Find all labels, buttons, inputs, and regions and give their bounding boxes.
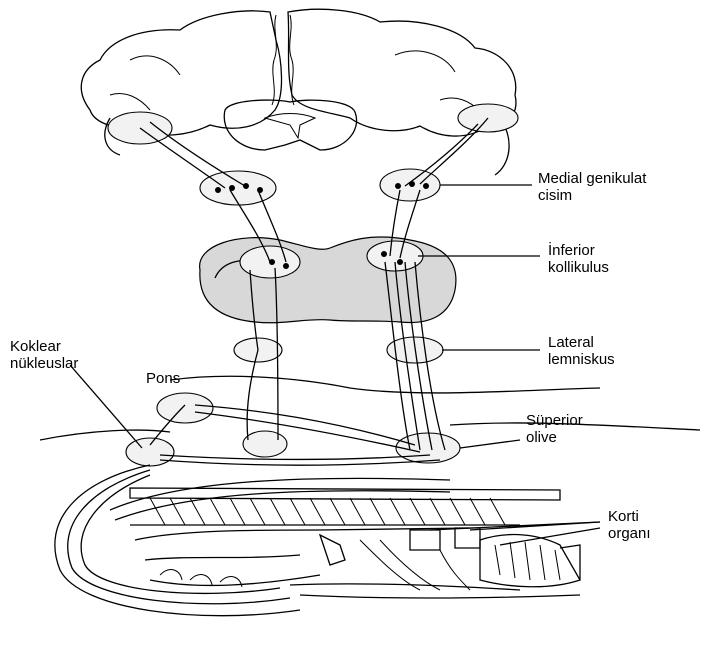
label-organ-of-corti-line1: Korti [608,508,651,525]
label-superior-olive-line1: Süperior [526,412,583,429]
label-cochlear-nuclei: Koklear nükleuslar [10,338,78,372]
cochlear-nerve [55,465,450,616]
label-inferior-colliculus-line2: kollikulus [548,259,609,276]
pons-nucleus [157,393,213,423]
label-medial-geniculate: Medial genikulat cisim [538,170,646,204]
label-lateral-lemniscus-line2: lemniskus [548,351,615,368]
left-superior-olive [243,431,287,457]
left-medial-geniculate [200,171,276,205]
right-superior-olive [396,433,460,463]
label-pons: Pons [146,370,180,387]
label-medial-geniculate-line2: cisim [538,187,646,204]
label-inferior-colliculus-line1: İnferior [548,242,609,259]
cochlear-nucleus [126,438,174,466]
label-organ-of-corti-line2: organı [608,525,651,542]
label-superior-olive: Süperior olive [526,412,583,446]
label-cochlear-nuclei-line1: Koklear [10,338,78,355]
pons-outline [170,376,600,393]
label-medial-geniculate-line1: Medial genikulat [538,170,646,187]
thalamus [224,100,356,150]
label-lateral-lemniscus-line1: Lateral [548,334,615,351]
label-inferior-colliculus: İnferior kollikulus [548,242,609,276]
label-organ-of-corti: Korti organı [608,508,651,542]
left-auditory-cortex [108,112,172,144]
label-cochlear-nuclei-line2: nükleuslar [10,355,78,372]
label-lateral-lemniscus: Lateral lemniskus [548,334,615,368]
label-superior-olive-line2: olive [526,429,583,446]
